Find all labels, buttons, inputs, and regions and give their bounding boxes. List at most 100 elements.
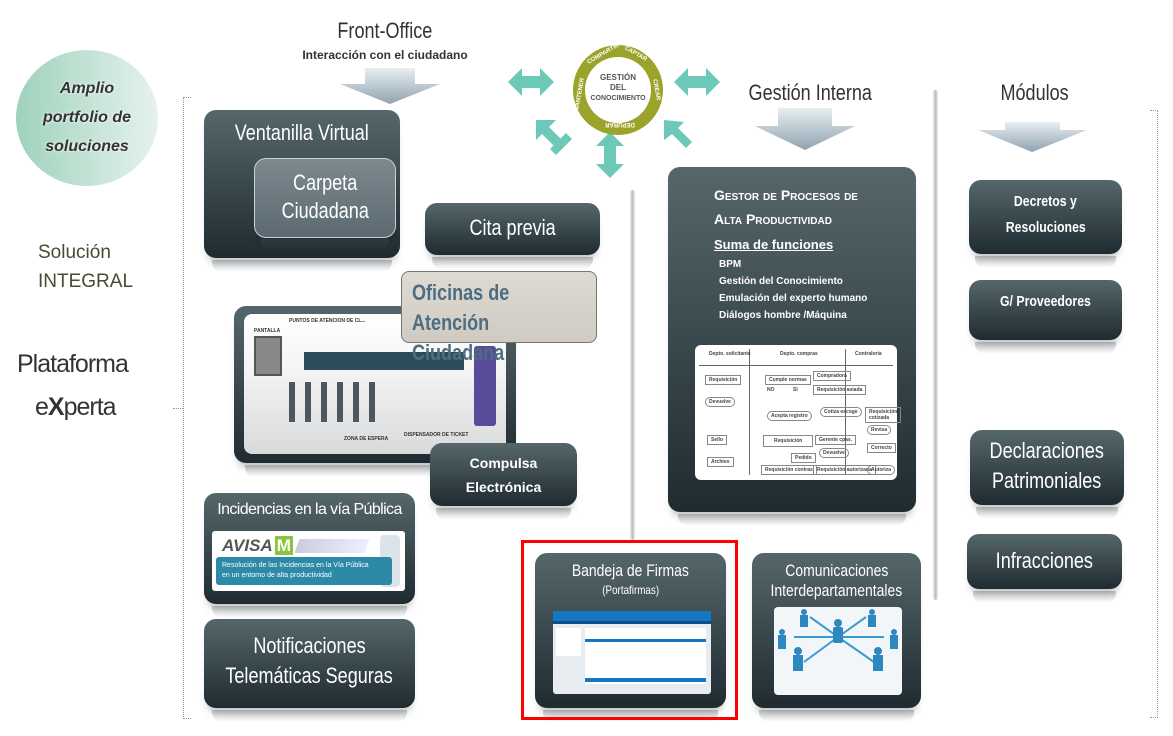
flow-col: Contraloría bbox=[855, 351, 882, 357]
svg-text:CONOCIMIENTO: CONOCIMIENTO bbox=[590, 95, 646, 102]
flow-node: Requisición autorizada bbox=[813, 465, 876, 475]
down-arrow-icon bbox=[340, 68, 440, 104]
notificaciones-line: Notificaciones bbox=[253, 633, 366, 658]
gestor-title: Gestor de Procesos de bbox=[714, 187, 858, 203]
svg-text:DEL: DEL bbox=[610, 83, 626, 92]
office-label: DISPENSADOR DE TICKET bbox=[404, 432, 469, 438]
office-label: PANTALLA bbox=[254, 328, 281, 334]
gestor-subtitle: Suma de funciones bbox=[714, 237, 834, 252]
avisa-logo-m: M bbox=[274, 536, 293, 555]
flow-node: Cotiza escoge bbox=[820, 407, 862, 417]
solucion-line: Solución bbox=[38, 242, 111, 263]
bracket-tick bbox=[173, 408, 183, 409]
flow-node: Cumple normas bbox=[765, 375, 811, 385]
oficinas-line: Oficinas de Atención bbox=[412, 280, 510, 335]
knowledge-center: GESTIÓN bbox=[600, 73, 636, 82]
avisa-text: Resolución de las Incidencias en la Vía … bbox=[222, 562, 369, 569]
decretos-line: Decretos y bbox=[1014, 193, 1077, 210]
notificaciones-line: Telemáticas Seguras bbox=[225, 663, 394, 688]
flow-node: Requisición contras bbox=[761, 465, 817, 475]
flow-node: Requisición asiada bbox=[813, 385, 867, 395]
cita-previa-box[interactable]: Cita previa bbox=[425, 203, 600, 269]
bandeja-subtitle: (Portafirmas) bbox=[602, 583, 659, 597]
incidencias-title: Incidencias en la vía Pública bbox=[217, 501, 402, 518]
gestor-item: Gestión del Conocimiento bbox=[719, 276, 843, 287]
divider bbox=[630, 190, 635, 540]
flow-node: Devuelve bbox=[705, 397, 735, 407]
svg-text:CREAR: CREAR bbox=[651, 79, 661, 102]
flow-node: Autoriza bbox=[867, 465, 895, 475]
gestion-interna-title: Gestión Interna bbox=[748, 80, 872, 105]
experta-rest: perta bbox=[63, 393, 117, 421]
bandeja-firmas-box[interactable]: Bandeja de Firmas (Portafirmas) bbox=[535, 553, 726, 722]
proveedores-title: G/ Proveedores bbox=[1000, 293, 1091, 310]
flow-label: NO bbox=[767, 387, 775, 393]
right-bracket bbox=[1150, 110, 1158, 718]
portfolio-line: portfolio de bbox=[43, 109, 131, 126]
proveedores-box[interactable]: G/ Proveedores bbox=[969, 280, 1122, 354]
declaraciones-line: Declaraciones bbox=[989, 438, 1105, 463]
declaraciones-box[interactable]: Declaraciones Patrimoniales bbox=[970, 430, 1124, 519]
bidirectional-arrows-icon bbox=[508, 68, 720, 178]
ventanilla-title: Ventanilla Virtual bbox=[234, 120, 370, 145]
decretos-resoluciones-box[interactable]: Decretos y Resoluciones bbox=[969, 180, 1122, 268]
svg-text:MANTENER: MANTENER bbox=[574, 77, 586, 112]
modulos-title: Módulos bbox=[1000, 80, 1070, 105]
flowchart-image: Depto. solicitante Depto. compras Contra… bbox=[695, 345, 902, 480]
gestor-procesos-box[interactable]: Gestor de Procesos de Alta Productividad… bbox=[668, 167, 916, 526]
solucion-integral: Solución INTEGRAL bbox=[38, 238, 133, 296]
compulsa-line: Electrónica bbox=[465, 479, 542, 495]
carpeta-line: Ciudadana bbox=[281, 198, 369, 223]
plataforma-experta-logo: Plataforma eXperta bbox=[17, 350, 129, 422]
gestor-item: Diálogos hombre /Máquina bbox=[719, 310, 847, 321]
highlight-frame bbox=[521, 540, 738, 720]
comunicaciones-line: Interdepartamentales bbox=[770, 581, 903, 600]
avisa-text: en un entorno de alta productividad bbox=[222, 572, 332, 579]
portafirmas-screenshot bbox=[553, 611, 711, 694]
cita-title: Cita previa bbox=[469, 215, 556, 240]
office-label: ZONA DE ESPERA bbox=[344, 436, 389, 442]
flow-col: Depto. compras bbox=[780, 351, 818, 357]
oficinas-line: Ciudadana bbox=[412, 340, 505, 365]
flow-node: Sello bbox=[707, 435, 727, 445]
compulsa-line: Compulsa bbox=[469, 455, 538, 471]
comunicaciones-box[interactable]: Comunicaciones Interdepartamentales bbox=[752, 553, 921, 722]
notificaciones-box[interactable]: Notificaciones Telemáticas Seguras bbox=[204, 619, 415, 722]
declaraciones-line: Patrimoniales bbox=[992, 468, 1102, 493]
flow-node: Requisición cotizada bbox=[865, 407, 902, 423]
decretos-line: Resoluciones bbox=[1005, 219, 1086, 236]
office-label: PUNTOS DE ATENCION DE CL... bbox=[289, 318, 366, 324]
infracciones-box[interactable]: Infracciones bbox=[967, 534, 1122, 603]
flow-node: Requisición bbox=[705, 375, 742, 385]
plataforma-text: Plataforma bbox=[17, 350, 129, 378]
divider bbox=[933, 90, 938, 600]
gestor-title: Alta Productividad bbox=[714, 211, 832, 227]
flow-node: Correcto bbox=[867, 443, 896, 453]
experta-e: e bbox=[35, 393, 49, 421]
flow-node: Pedido bbox=[791, 453, 816, 463]
solucion-line: INTEGRAL bbox=[38, 271, 134, 292]
flow-label: SI bbox=[793, 387, 798, 393]
flow-node: Revisa bbox=[867, 425, 892, 435]
flow-node: Gerente cpas. bbox=[815, 435, 857, 445]
compulsa-electronica-box[interactable]: Compulsa Electrónica bbox=[430, 443, 577, 520]
oficinas-atencion-box[interactable]: Oficinas de Atención Ciudadana bbox=[401, 271, 597, 365]
gestor-item: Emulación del experto humano bbox=[719, 293, 868, 304]
flow-node: Compradora bbox=[813, 371, 851, 381]
flow-node: Acepta registro bbox=[767, 411, 812, 421]
front-office-subtitle: Interacción con el ciudadano bbox=[302, 48, 468, 62]
portfolio-line: Amplio bbox=[59, 80, 115, 97]
plataforma-reflection bbox=[17, 379, 128, 393]
front-office-title: Front-Office bbox=[337, 18, 433, 43]
carpeta-line: Carpeta bbox=[292, 170, 358, 195]
comunicaciones-line: Comunicaciones bbox=[784, 561, 889, 580]
flow-node: Devuelve bbox=[819, 448, 849, 458]
experta-x: X bbox=[47, 393, 65, 421]
svg-text:DEPURAR: DEPURAR bbox=[605, 121, 635, 127]
flow-col: Depto. solicitante bbox=[709, 351, 751, 357]
gestor-item: BPM bbox=[719, 259, 742, 270]
flow-node: Requisición bbox=[763, 435, 814, 447]
